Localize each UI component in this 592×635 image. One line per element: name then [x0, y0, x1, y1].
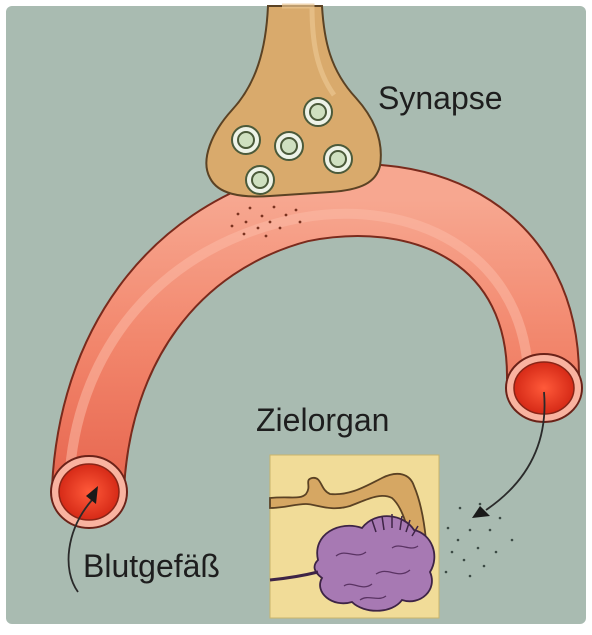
target-organ — [270, 455, 439, 618]
label-blood-vessel: Blutgefäß — [83, 550, 220, 582]
label-target-organ: Zielorgan — [256, 404, 389, 436]
label-synapse: Synapse — [378, 82, 503, 114]
